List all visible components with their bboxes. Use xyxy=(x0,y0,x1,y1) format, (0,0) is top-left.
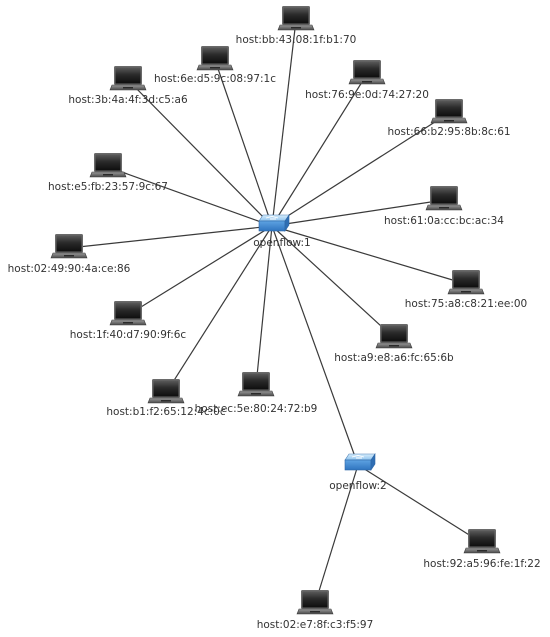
link-s1-h4 xyxy=(271,73,368,227)
host-label-10: host:1f:40:d7:90:9f:6c xyxy=(70,329,187,341)
host-node-10[interactable] xyxy=(109,301,147,326)
link-s1-h7 xyxy=(271,199,445,227)
laptop-icon xyxy=(296,590,334,615)
link-s1-h9 xyxy=(271,225,467,285)
link-s2-h14 xyxy=(357,464,483,544)
link-s2-h15 xyxy=(314,464,359,605)
host-label-15: host:02:e7:8f:c3:f5:97 xyxy=(257,619,374,631)
laptop-icon xyxy=(430,99,468,124)
laptop-icon xyxy=(196,46,234,71)
host-label-2: host:6e:d5:9c:08:97:1c xyxy=(154,73,276,85)
laptop-icon xyxy=(447,270,485,295)
host-node-2[interactable] xyxy=(196,46,234,71)
laptop-icon xyxy=(463,529,501,554)
laptop-icon xyxy=(109,66,147,91)
link-s1-h2 xyxy=(214,59,273,227)
host-label-8: host:02:49:90:4a:ce:86 xyxy=(8,263,131,275)
switch-node-1[interactable] xyxy=(258,214,290,232)
network-switch-icon xyxy=(258,214,290,232)
laptop-icon xyxy=(50,234,88,259)
laptop-icon xyxy=(109,301,147,326)
host-node-8[interactable] xyxy=(50,234,88,259)
link-s1-h1 xyxy=(271,19,297,227)
laptop-icon xyxy=(237,372,275,397)
host-node-15[interactable] xyxy=(296,590,334,615)
host-label-12: host:b1:f2:65:12:4c:0c xyxy=(106,406,225,418)
nodes-layer: host:bb:43:08:1f:b1:70 host:6e:d5:9c:08:9… xyxy=(8,6,541,631)
switch-node-2[interactable] xyxy=(344,453,376,471)
network-switch-icon xyxy=(344,453,376,471)
host-label-6: host:e5:fb:23:57:9c:67 xyxy=(48,181,168,193)
link-s1-h12 xyxy=(165,225,273,394)
host-node-1[interactable] xyxy=(277,6,315,31)
laptop-icon xyxy=(375,324,413,349)
host-label-3: host:3b:4a:4f:3d:c5:a6 xyxy=(68,94,188,106)
host-node-4[interactable] xyxy=(348,60,386,85)
host-label-1: host:bb:43:08:1f:b1:70 xyxy=(236,34,357,46)
host-label-13: host:ec:5e:80:24:72:b9 xyxy=(195,403,318,415)
link-s1-h8 xyxy=(68,225,273,249)
link-s1-h13 xyxy=(255,225,273,387)
host-node-7[interactable] xyxy=(425,186,463,211)
laptop-icon xyxy=(89,153,127,178)
host-label-5: host:66:b2:95:8b:8c:61 xyxy=(387,126,510,138)
laptop-icon xyxy=(147,379,185,404)
links-layer xyxy=(68,19,483,605)
link-s1-h10 xyxy=(127,225,273,316)
laptop-icon xyxy=(277,6,315,31)
host-node-12[interactable] xyxy=(147,379,185,404)
link-s1-h6 xyxy=(107,166,273,227)
link-s1-h3 xyxy=(127,79,273,227)
host-label-11: host:a9:e8:a6:fc:65:6b xyxy=(334,352,454,364)
switch-label-1: openflow:1 xyxy=(253,237,310,249)
host-label-4: host:76:9e:0d:74:27:20 xyxy=(305,89,429,101)
host-label-9: host:75:a8:c8:21:ee:00 xyxy=(405,298,527,310)
link-s1-h5 xyxy=(271,112,450,227)
host-label-7: host:61:0a:cc:bc:ac:34 xyxy=(384,215,504,227)
link-s1-s2 xyxy=(271,225,359,466)
host-node-5[interactable] xyxy=(430,99,468,124)
host-node-13[interactable] xyxy=(237,372,275,397)
switch-label-2: openflow:2 xyxy=(329,480,386,492)
link-s1-h11 xyxy=(271,225,395,339)
laptop-icon xyxy=(348,60,386,85)
host-node-6[interactable] xyxy=(89,153,127,178)
host-node-14[interactable] xyxy=(463,529,501,554)
host-node-11[interactable] xyxy=(375,324,413,349)
host-node-3[interactable] xyxy=(109,66,147,91)
host-node-9[interactable] xyxy=(447,270,485,295)
host-label-14: host:92:a5:96:fe:1f:22 xyxy=(423,558,540,570)
laptop-icon xyxy=(425,186,463,211)
